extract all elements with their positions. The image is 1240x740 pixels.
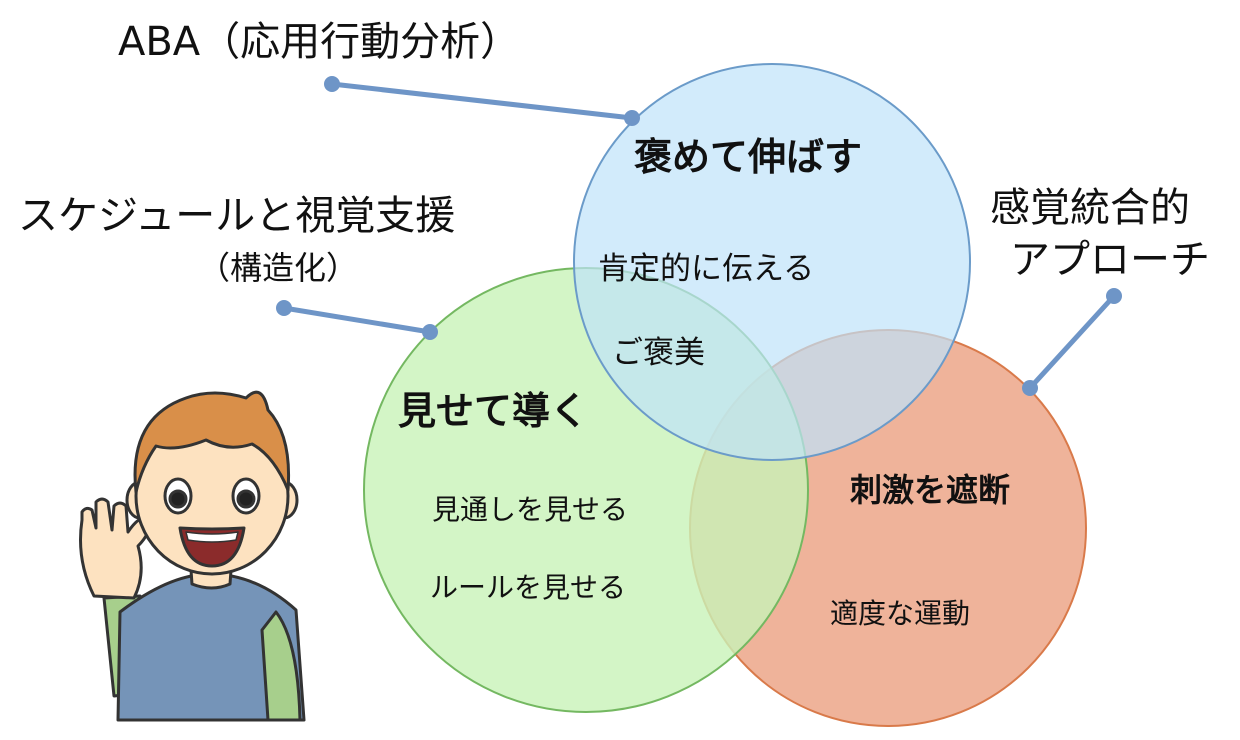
label-sensory-line2: アプローチ <box>1010 237 1210 283</box>
connector-line-aba <box>331 81 633 121</box>
title-show-and-guide: 見せて導く <box>398 389 589 433</box>
waving-boy-illustration <box>79 390 306 722</box>
item-positive-communication: 肯定的に伝える <box>598 251 815 287</box>
connector-lines <box>276 76 1122 396</box>
item-show-rules: ルールを見せる <box>430 571 627 604</box>
label-structuring: （構造化） <box>198 249 359 287</box>
label-schedule-visual-support: スケジュールと視覚支援 <box>18 193 456 239</box>
connector-dot-aba-end <box>624 110 640 126</box>
connector-dot-aba-start <box>324 76 340 92</box>
item-moderate-exercise: 適度な運動 <box>830 597 971 630</box>
connector-dot-sensory-end <box>1022 380 1038 396</box>
connector-line-sensory <box>1028 294 1116 390</box>
title-block-stimulus: 刺激を遮断 <box>850 471 1011 509</box>
item-reward: ご褒美 <box>612 335 705 371</box>
title-praise-and-grow: 褒めて伸ばす <box>634 135 863 179</box>
connector-dot-sensory-start <box>1106 288 1122 304</box>
item-show-outlook: 見通しを見せる <box>432 493 629 526</box>
connector-dot-schedule-end <box>422 324 438 340</box>
connector-line-schedule <box>283 305 431 335</box>
connector-dot-schedule-start <box>276 300 292 316</box>
label-sensory-line1: 感覚統合的 <box>990 185 1190 231</box>
label-aba: ABA（応用行動分析） <box>118 19 521 65</box>
circle-praise-and-grow <box>573 63 971 461</box>
